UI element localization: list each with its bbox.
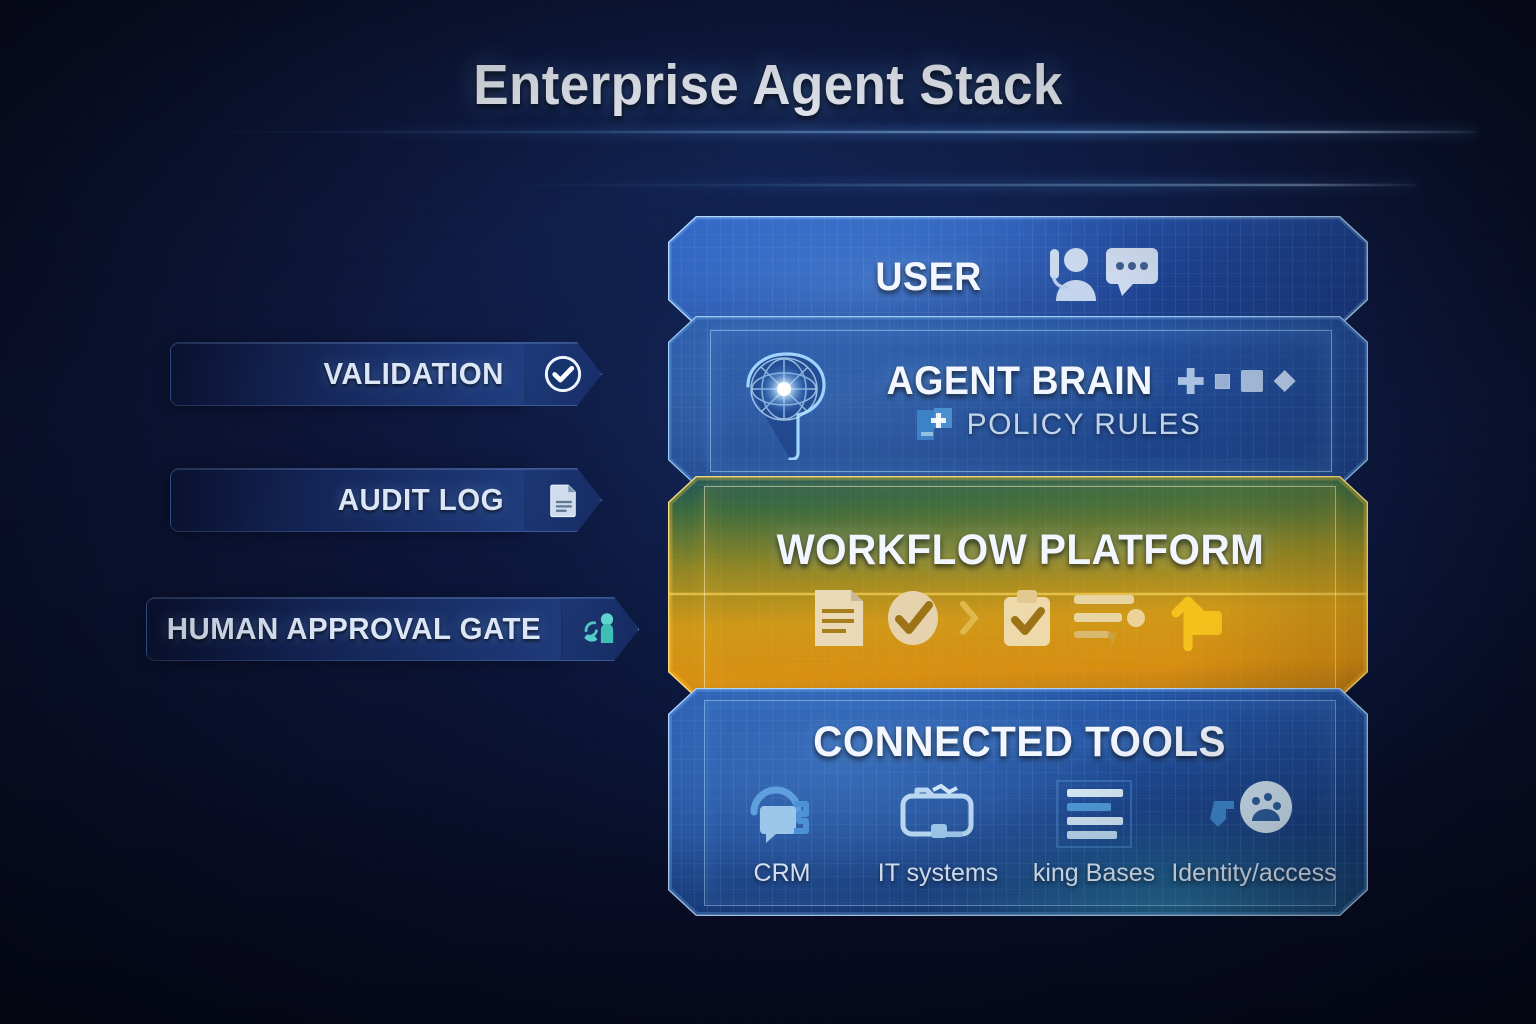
- background-vignette: [0, 0, 1536, 1024]
